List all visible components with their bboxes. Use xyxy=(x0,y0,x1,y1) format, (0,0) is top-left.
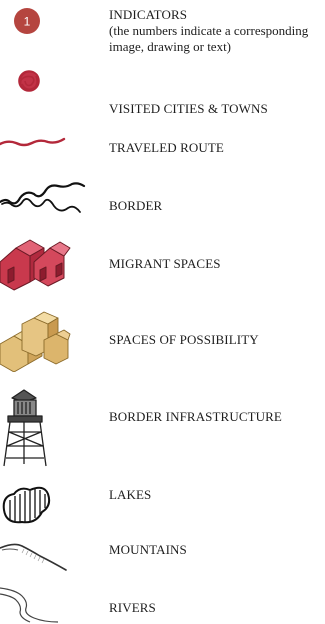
legend-item-rivers: RIVERS xyxy=(0,582,325,624)
tan-boxes-icon xyxy=(0,311,71,372)
scribbled-dot-icon xyxy=(18,70,40,92)
legend-label-rivers: RIVERS xyxy=(109,600,156,615)
legend-label-spaces-of-possibility: SPACES OF POSSIBILITY xyxy=(109,332,259,347)
legend-item-visited-cities: VISITED CITIES & TOWNS xyxy=(0,60,325,116)
legend-item-migrant-spaces: MIGRANT SPACES xyxy=(0,232,325,294)
mountain-ridge-icon xyxy=(0,543,67,571)
indicator-circle-icon: 1 xyxy=(14,8,40,34)
legend-label-border: BORDER xyxy=(109,198,163,213)
legend-label-border-infrastructure: BORDER INFRASTRUCTURE xyxy=(109,409,282,424)
legend-item-traveled-route: TRAVELED ROUTE xyxy=(0,126,325,166)
legend-item-border-infrastructure: BORDER INFRASTRUCTURE xyxy=(0,388,325,468)
legend-label-lakes: LAKES xyxy=(109,487,152,502)
river-lines-icon xyxy=(0,587,59,623)
legend-label-indicators: INDICATORS xyxy=(109,7,188,22)
legend-detail-indicators: (the numbers indicate a corresponding im… xyxy=(109,23,309,54)
legend-label-migrant-spaces: MIGRANT SPACES xyxy=(109,256,221,271)
legend-item-spaces-of-possibility: SPACES OF POSSIBILITY xyxy=(0,308,325,372)
legend-label-mountains: MOUNTAINS xyxy=(109,542,187,557)
watchtower-icon xyxy=(3,389,47,467)
legend-label-traveled-route: TRAVELED ROUTE xyxy=(109,140,224,155)
lake-hatched-icon xyxy=(2,486,51,524)
legend-item-indicators: 1 INDICATORS (the numbers indicate a cor… xyxy=(0,0,325,90)
legend-item-lakes: LAKES xyxy=(0,478,325,526)
legend-item-mountains: MOUNTAINS xyxy=(0,532,325,572)
border-line-icon xyxy=(0,182,86,213)
wavy-route-line-icon xyxy=(0,137,66,147)
indicator-badge-number: 1 xyxy=(24,15,31,29)
red-buildings-icon xyxy=(0,239,71,291)
legend-item-border: BORDER xyxy=(0,172,325,222)
legend-label-visited-cities: VISITED CITIES & TOWNS xyxy=(109,101,268,116)
